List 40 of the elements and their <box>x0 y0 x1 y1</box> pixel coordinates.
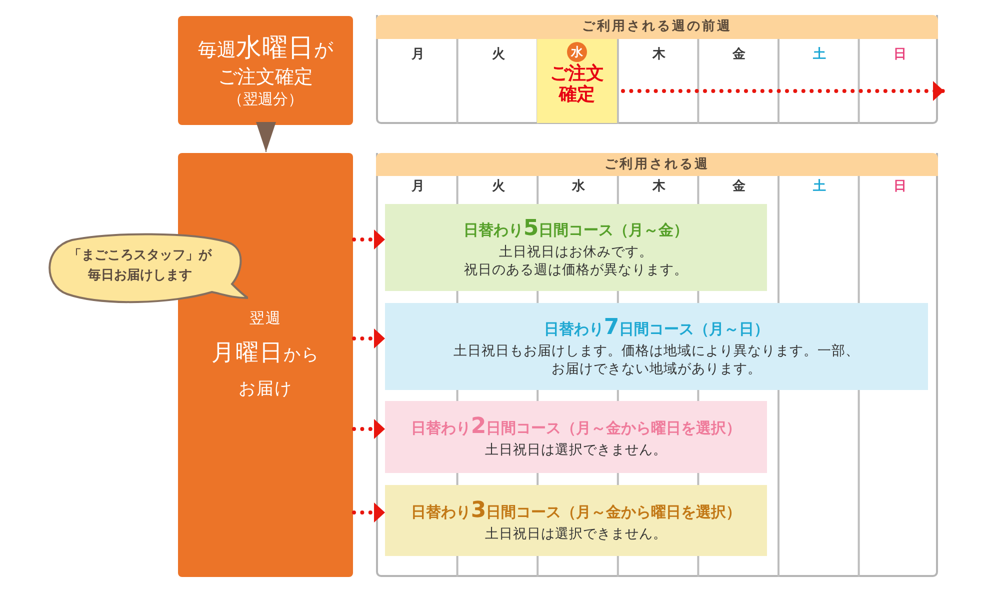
arrow <box>256 122 276 152</box>
weekday-label: 月 <box>410 46 426 63</box>
weekday-label: 木 <box>651 46 666 63</box>
day-badge: 水 <box>567 42 587 62</box>
arrow <box>352 502 387 522</box>
arrow <box>352 230 387 250</box>
step-title: 毎週水曜日がご注文確定 <box>197 32 334 90</box>
weekday-label: 金 <box>732 178 747 195</box>
weekday-label: 月 <box>410 178 426 195</box>
weekday-label: 水 <box>570 178 586 195</box>
arrow <box>352 328 387 348</box>
weekday-label: 火 <box>490 46 506 63</box>
weekday-label: 土 <box>812 178 827 195</box>
course-bar <box>385 303 928 390</box>
table-header: ご利用される週の前週 <box>376 15 938 39</box>
calendar-table <box>376 153 938 577</box>
weekday-label: 火 <box>490 178 506 195</box>
course-bar <box>385 204 767 291</box>
step-note: （翌週分） <box>227 90 304 110</box>
bubble-text: 「まごころスタッフ」が毎日お届けします <box>68 247 213 286</box>
course-description: 土日祝日もお届けします。価格は地域により異なります。一部、お届けできない地域があります。 <box>452 342 860 378</box>
step-box <box>178 16 353 125</box>
arrow <box>621 81 946 101</box>
course-description: 土日祝日は選択できません。 <box>485 524 667 544</box>
step-title: 月曜日からお届け <box>210 339 320 402</box>
calendar-table <box>376 15 938 124</box>
highlighted-day-cell <box>537 39 617 123</box>
weekday-label: 木 <box>651 178 666 195</box>
course-description: 土日祝日はお休みです。祝日のある週は価格が異なります。 <box>463 242 689 280</box>
arrow <box>352 419 387 439</box>
step-note: 翌週 <box>248 308 282 329</box>
weekday-label: 土 <box>812 46 827 63</box>
course-bar <box>385 401 767 473</box>
course-bar <box>385 485 767 556</box>
course-description: 土日祝日は選択できません。 <box>485 441 667 460</box>
weekday-label: 金 <box>732 46 747 63</box>
order-confirmed-text: ご注文確定 <box>549 64 605 106</box>
weekday-label: 日 <box>892 46 908 63</box>
weekday-label: 日 <box>892 178 908 195</box>
table-header: ご利用される週 <box>376 153 938 176</box>
